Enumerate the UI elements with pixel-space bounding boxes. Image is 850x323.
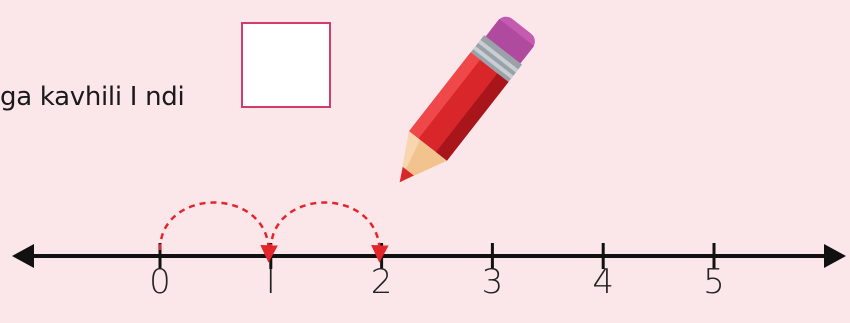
jump-arrow <box>271 202 380 254</box>
jump-arrow <box>160 202 269 254</box>
left-arrowhead <box>12 244 34 268</box>
tick-label: 4 <box>583 262 623 302</box>
tick-label: 3 <box>472 262 512 302</box>
tick-label: 0 <box>140 262 180 302</box>
tick-label: 2 <box>362 262 402 302</box>
tick-label: I <box>251 262 291 302</box>
right-arrowhead <box>824 244 846 268</box>
tick-label: 5 <box>694 262 734 302</box>
